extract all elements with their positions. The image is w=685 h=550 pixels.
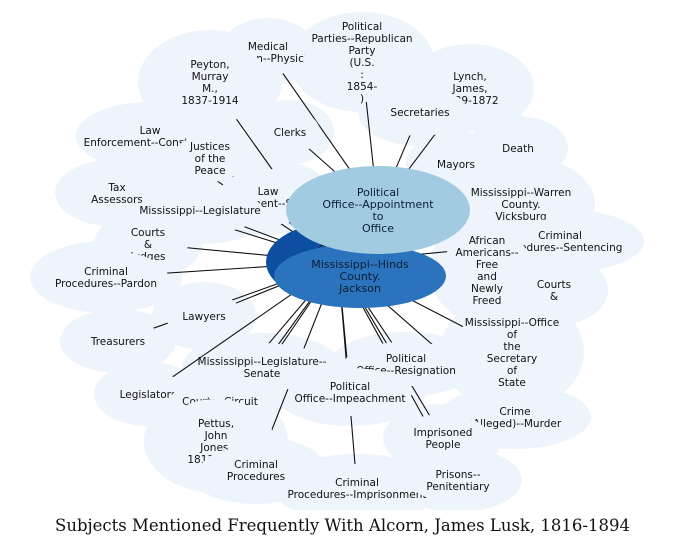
node-bubble [174,134,246,182]
node-bubble [408,458,508,502]
node-label: Courts& [537,279,571,303]
node-label: Mississippi--Legislature [139,205,260,217]
node-bubble [420,142,492,186]
node-bubble [454,304,570,400]
node-bubble [196,343,328,391]
subject-node-courts[interactable]: Courts& [514,264,594,316]
subject-node-death[interactable]: Death [482,126,554,170]
node-bubble [304,22,420,102]
node-bubble [287,464,427,510]
subject-node-secretaries[interactable]: Secretaries [372,88,468,136]
node-label: Legislators [120,389,177,401]
node-label: Lawyers [182,311,225,323]
node-label: Courts&Judges [129,227,165,263]
node-label: Mississippi--Legislature--Senate [198,356,327,380]
node-label: Mayors [437,159,475,171]
node-label: Clerks [274,127,307,139]
node-bubble [397,414,489,462]
subject-node-lawyers[interactable]: Lawyers [166,292,242,340]
hub-bubble [274,244,446,308]
subject-node-treasurers[interactable]: Treasurers [74,319,162,363]
node-label: Prisons--Penitentiary [426,469,489,493]
node-bubble [288,368,412,416]
subject-node-penitentiary[interactable]: Prisons--Penitentiary [408,458,508,502]
node-bubble [482,126,554,170]
node-bubble [44,251,168,303]
node-bubble [166,292,242,340]
node-bubble [514,264,594,316]
node-label: Crime(Alleged)--Murder [469,406,562,430]
diagram-title: Subjects Mentioned Frequently With Alcor… [55,516,630,535]
subject-node-senate[interactable]: Mississippi--Legislature--Senate [196,343,328,391]
node-bubble [138,186,262,234]
subject-node-legislators[interactable]: Legislators [108,372,188,416]
node-bubble [74,319,162,363]
node-label: Death [502,143,534,155]
subject-node-clerks[interactable]: Clerks [260,110,320,154]
subject-node-ms_legislature[interactable]: Mississippi--Legislature [138,186,262,234]
node-bubble [108,372,188,416]
subject-node-mayors[interactable]: Mayors [420,142,492,186]
node-label: Treasurers [90,336,145,348]
node-bubble [152,40,268,124]
hub-bubble [286,166,470,254]
node-bubble [443,226,531,314]
node-bubble [200,446,312,494]
node-bubble [372,88,468,136]
node-bubble [260,110,320,154]
node-label: Secretaries [390,107,449,119]
